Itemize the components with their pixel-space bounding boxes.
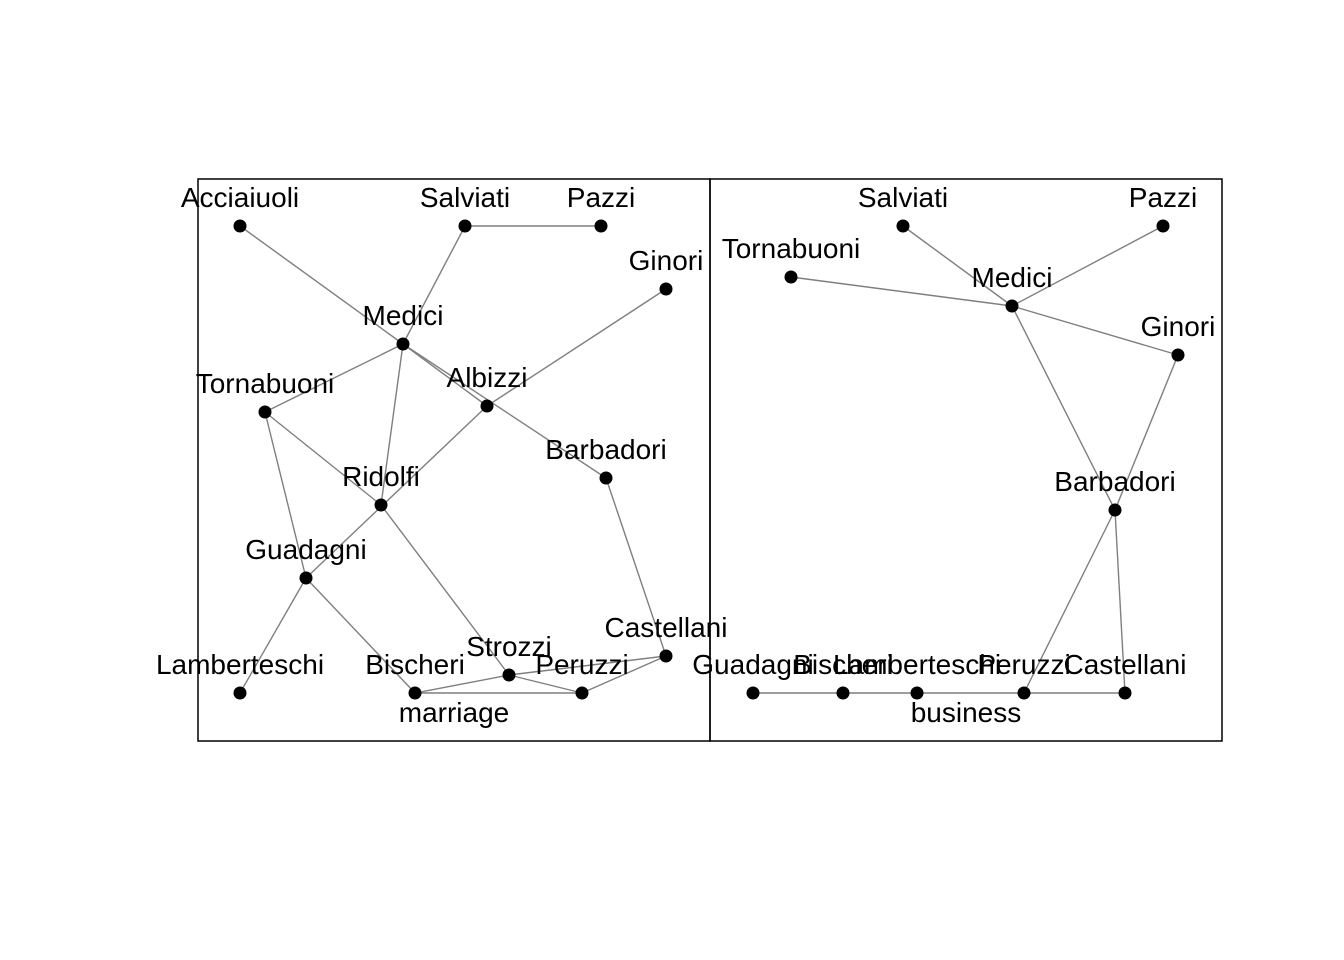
marriage-node-ginori	[659, 282, 673, 296]
marriage-panel: Acciaiuoli Salviati PazziGinoriMediciTorna…	[156, 178, 728, 742]
marriage-node-strozzi	[502, 668, 516, 682]
marriage-edge-medici-barbadori	[402, 343, 607, 479]
business-node-medici	[1005, 299, 1019, 313]
business-panel-frame	[709, 178, 1223, 742]
business-node-guadagni	[746, 686, 760, 700]
business-node-label-guadagni: Guadagni	[692, 649, 813, 680]
business-edge-medici-barbadori	[1011, 305, 1116, 511]
business-node-pazzi	[1156, 219, 1170, 233]
business-panel: Salviati PazziTornabuoniMediciGinoriBarba…	[692, 178, 1223, 742]
business-node-ginori	[1171, 348, 1185, 362]
marriage-nodes: Acciaiuoli Salviati PazziGinoriMediciTorna…	[156, 182, 728, 700]
marriage-node-bischeri	[408, 686, 422, 700]
marriage-panel-label: marriage	[399, 697, 509, 728]
business-node-peruzzi	[1017, 686, 1031, 700]
marriage-edge-strozzi-peruzzi	[508, 674, 583, 694]
business-edge-barbadori-peruzzi	[1023, 509, 1116, 694]
business-node-tornabuoni	[784, 270, 798, 284]
business-edge-salviati-medici	[902, 225, 1013, 307]
marriage-node-pazzi	[594, 219, 608, 233]
business-node-label-bischeri: Bischeri	[793, 649, 893, 680]
marriage-node-label-lamberteschi: Lamberteschi	[156, 649, 324, 680]
marriage-edges	[239, 225, 667, 694]
marriage-edge-guadagni-lamberteschi	[239, 577, 307, 694]
marriage-edge-tornabuoni-ridolfi	[264, 411, 382, 506]
marriage-edge-medici-tornabuoni	[264, 343, 404, 413]
business-node-barbadori	[1108, 503, 1122, 517]
business-node-label-salviati: Salviati	[858, 182, 948, 213]
marriage-edge-tornabuoni-guadagni	[264, 411, 307, 579]
marriage-node-label-ridolfi: Ridolfi	[342, 461, 420, 492]
marriage-node-albizzi	[480, 399, 494, 413]
business-node-label-ginori: Ginori	[1141, 311, 1216, 342]
business-node-label-tornabuoni: Tornabuoni	[722, 233, 861, 264]
marriage-edge-medici-albizzi	[402, 343, 488, 407]
marriage-node-lamberteschi	[233, 686, 247, 700]
marriage-node-label-tornabuoni: Tornabuoni	[196, 368, 335, 399]
business-node-castellani	[1118, 686, 1132, 700]
marriage-edge-peruzzi-castellani	[581, 655, 667, 694]
marriage-node-ridolfi	[374, 498, 388, 512]
marriage-edge-barbadori-castellani	[605, 477, 667, 657]
marriage-node-label-castellani: Castellani	[605, 612, 728, 643]
business-edge-barbadori-castellani	[1114, 509, 1126, 694]
marriage-node-label-albizzi: Albizzi	[447, 362, 528, 393]
marriage-node-barbadori	[599, 471, 613, 485]
marriage-node-guadagni	[299, 571, 313, 585]
marriage-node-label-acciaiuoli: Acciaiuoli	[181, 182, 299, 213]
marriage-edge-guadagni-bischeri	[305, 577, 416, 694]
marriage-edge-strozzi-castellani	[508, 655, 667, 676]
business-node-label-medici: Medici	[972, 262, 1053, 293]
marriage-node-label-pazzi: Pazzi	[567, 182, 635, 213]
marriage-edge-albizzi-guadagni	[305, 405, 488, 579]
business-node-label-pazzi: Pazzi	[1129, 182, 1197, 213]
marriage-node-label-barbadori: Barbadori	[545, 434, 666, 465]
business-node-label-lamberteschi: Lamberteschi	[833, 649, 1001, 680]
marriage-node-acciaiuoli	[233, 219, 247, 233]
marriage-node-label-salviati: Salviati	[420, 182, 510, 213]
business-node-salviati	[896, 219, 910, 233]
marriage-node-salviati	[458, 219, 472, 233]
business-edge-medici-ginori	[1011, 305, 1179, 356]
business-node-label-peruzzi: Peruzzi	[977, 649, 1070, 680]
marriage-node-label-peruzzi: Peruzzi	[535, 649, 628, 680]
business-node-bischeri	[836, 686, 850, 700]
business-node-lamberteschi	[910, 686, 924, 700]
business-edges	[753, 225, 1179, 694]
marriage-edge-ginori-albizzi	[486, 288, 667, 407]
business-edge-pazzi-medici	[1011, 225, 1164, 307]
marriage-node-label-strozzi: Strozzi	[466, 631, 552, 662]
marriage-node-label-medici: Medici	[363, 300, 444, 331]
marriage-edge-bischeri-strozzi	[414, 674, 510, 694]
marriage-edge-ridolfi-strozzi	[380, 504, 510, 676]
marriage-node-medici	[396, 337, 410, 351]
business-panel-label: business	[911, 697, 1022, 728]
business-edge-ginori-barbadori	[1114, 354, 1179, 511]
marriage-node-tornabuoni	[258, 405, 272, 419]
marriage-node-castellani	[659, 649, 673, 663]
marriage-node-label-guadagni: Guadagni	[245, 534, 366, 565]
marriage-edge-medici-ridolfi	[380, 343, 404, 506]
marriage-node-label-ginori: Ginori	[629, 245, 704, 276]
marriage-node-peruzzi	[575, 686, 589, 700]
marriage-edge-salviati-medici	[402, 225, 466, 345]
business-nodes: Salviati PazziTornabuoniMediciGinoriBarba…	[692, 182, 1215, 700]
marriage-node-label-bischeri: Bischeri	[365, 649, 465, 680]
marriage-edge-acciaiuoli-medici	[239, 225, 404, 345]
business-node-label-barbadori: Barbadori	[1054, 466, 1175, 497]
business-node-label-castellani: Castellani	[1064, 649, 1187, 680]
business-edge-tornabuoni-medici	[790, 276, 1013, 307]
